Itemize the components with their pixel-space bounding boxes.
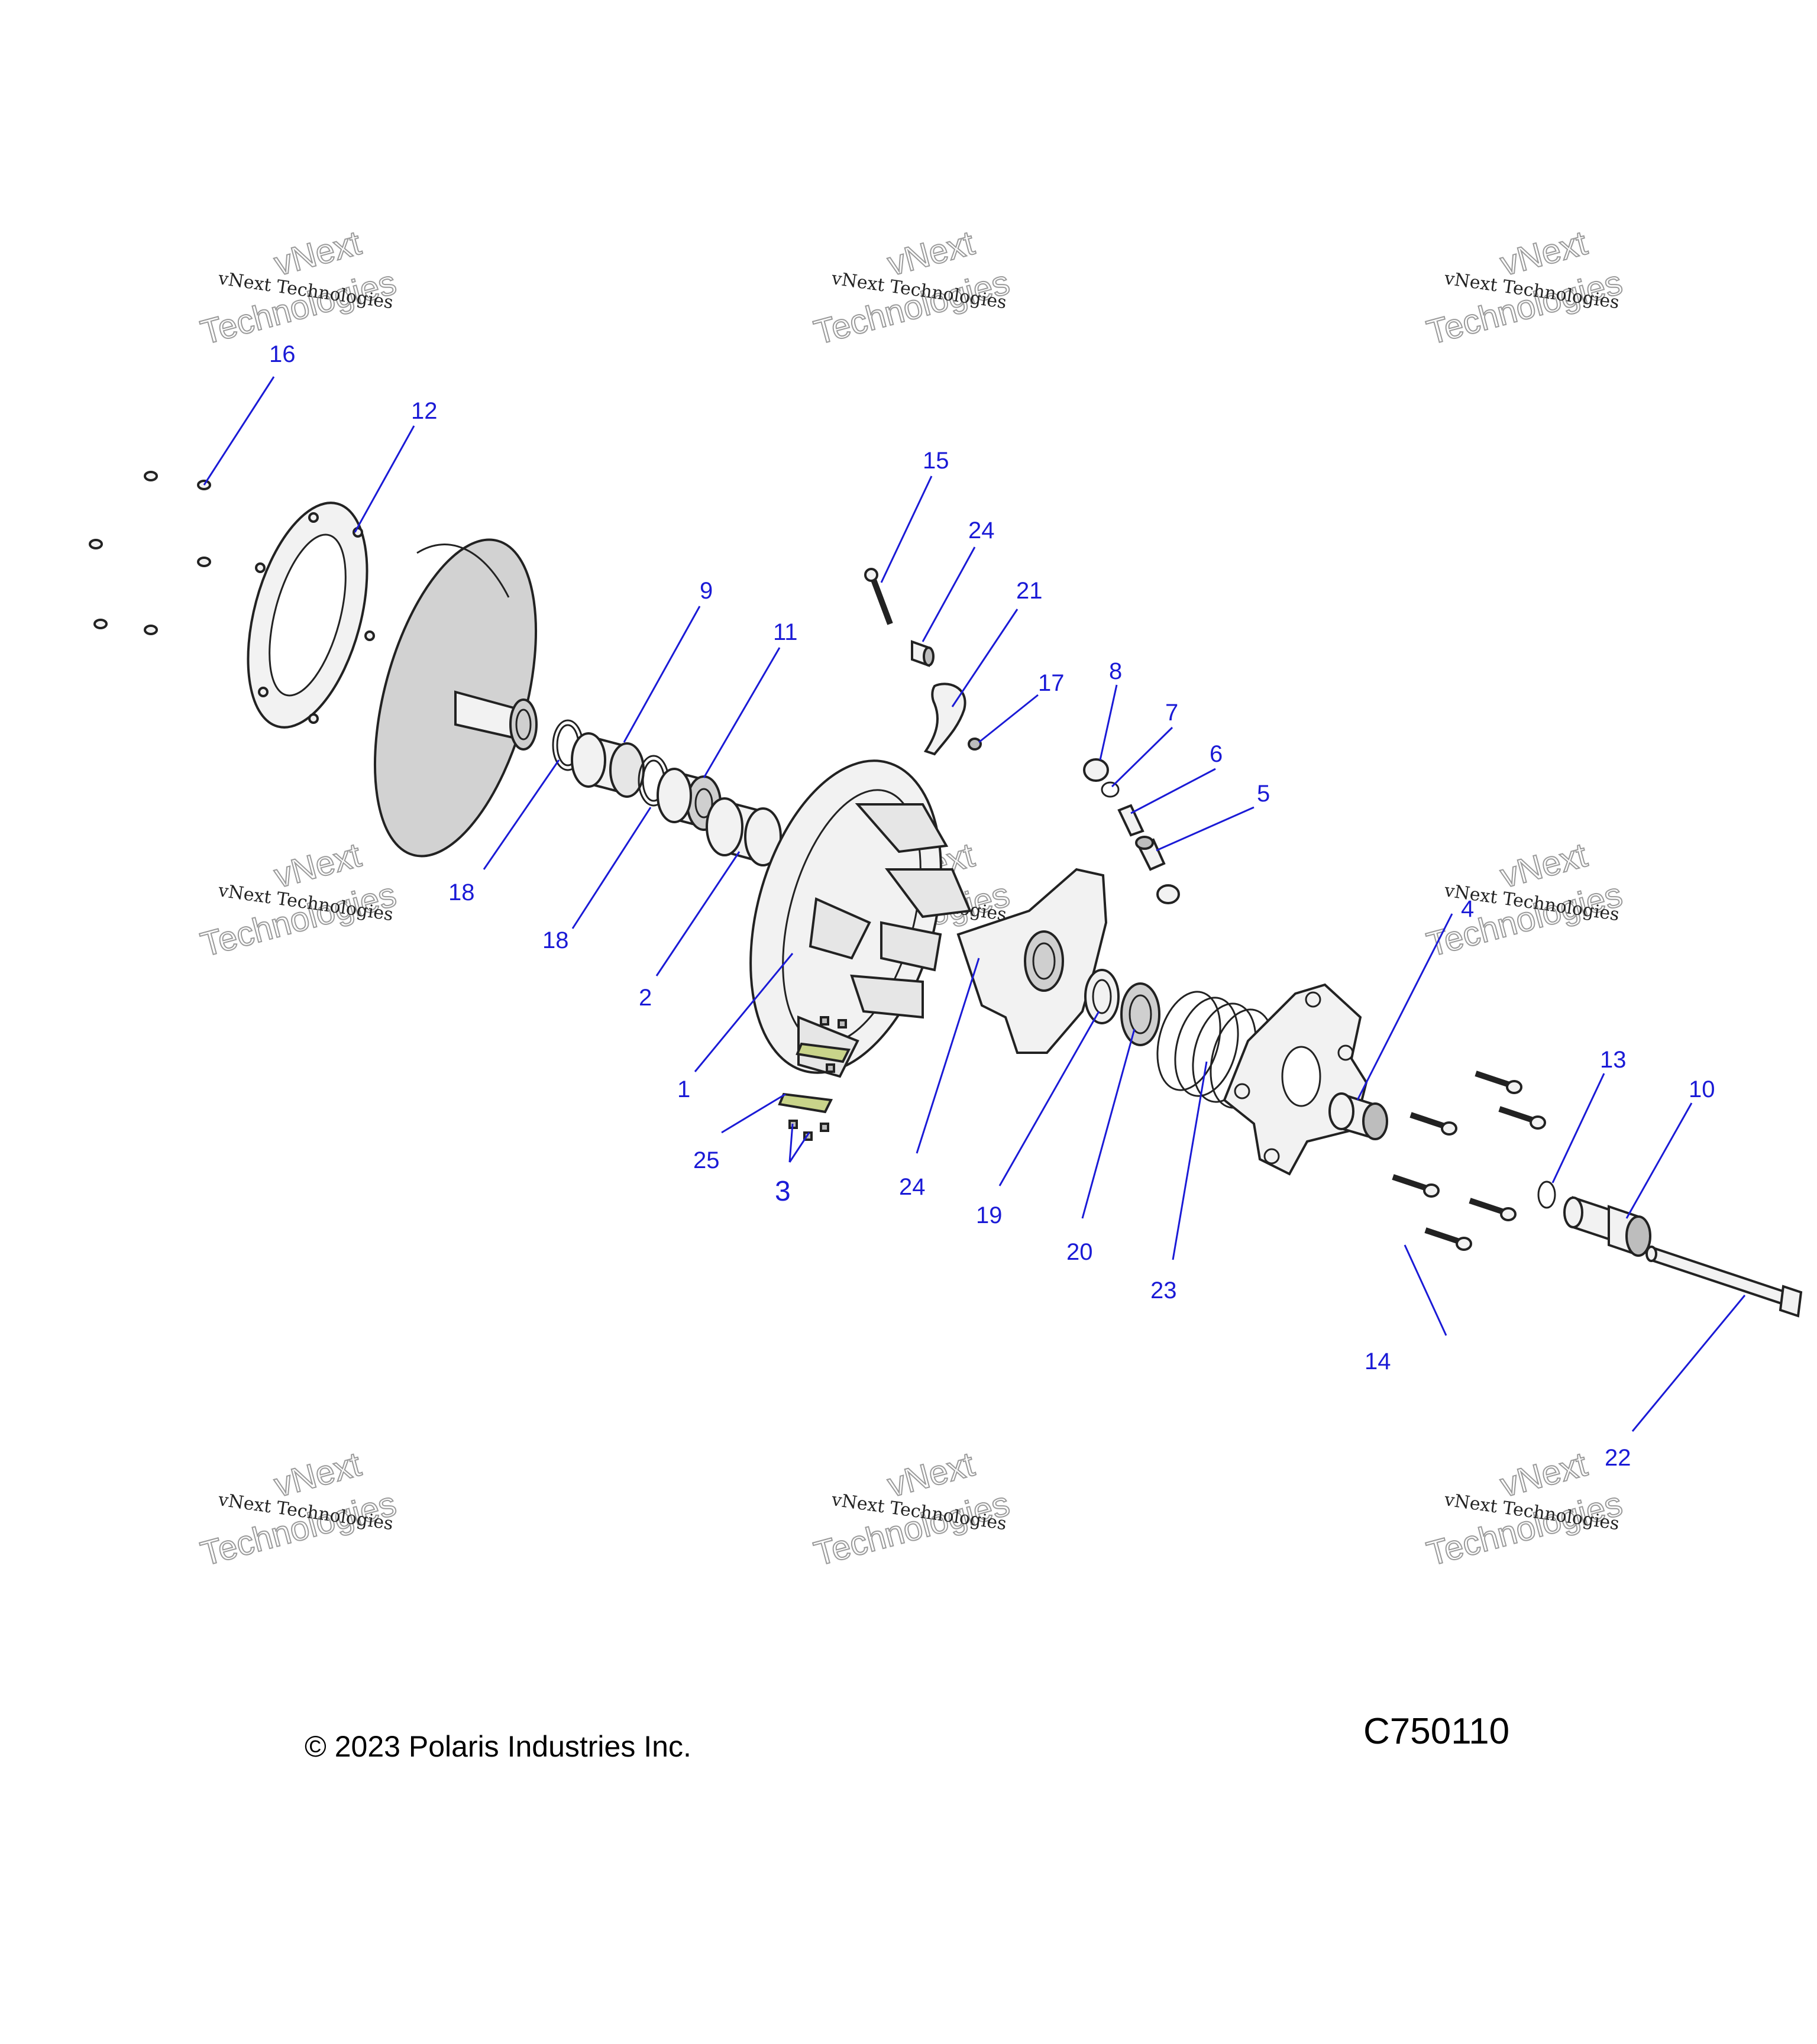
callout-17: 17 <box>1038 670 1065 696</box>
part-7-washer <box>1101 781 1120 798</box>
part-5-washer <box>1156 884 1180 904</box>
part-8-cap <box>1083 758 1109 782</box>
callout-6: 6 <box>1210 741 1223 767</box>
part-14-bolts <box>1392 1070 1546 1251</box>
callout-22: 22 <box>1605 1445 1631 1471</box>
callout-3: 3 <box>775 1176 791 1207</box>
callout-8: 8 <box>1109 658 1122 684</box>
callout-25: 25 <box>693 1147 720 1173</box>
callout-24: 24 <box>968 518 995 544</box>
callout-7: 7 <box>1165 700 1178 726</box>
part-9-bushing <box>571 732 645 798</box>
part-11-bearing <box>657 768 722 831</box>
callout-11: 11 <box>773 619 798 645</box>
part-17-nut <box>968 738 982 751</box>
part-16-screws <box>89 471 211 635</box>
part-cover-plate <box>1223 983 1368 1176</box>
part-20-washer-hole <box>1129 994 1152 1034</box>
part-5-roller <box>1135 836 1166 871</box>
part-19-washer <box>1084 969 1120 1024</box>
leader-lines <box>203 376 1746 1432</box>
callout-16: 16 <box>269 341 296 367</box>
part-24-small-bushing <box>911 640 935 667</box>
part-6-roller-pin <box>1117 804 1144 837</box>
callout-2: 2 <box>639 985 652 1011</box>
part-10-stepped-bushing <box>1563 1196 1651 1257</box>
callout-5: 5 <box>1257 781 1270 807</box>
part-4-sleeve <box>1328 1092 1388 1140</box>
callout-21: 21 <box>1016 578 1043 604</box>
part-21-weight-arm <box>923 683 966 756</box>
part-2-bushing <box>706 797 782 866</box>
part-sheave-disc <box>373 538 538 858</box>
callout-18-second: 18 <box>542 927 569 953</box>
callout-23: 23 <box>1150 1278 1177 1304</box>
callout-18: 18 <box>448 879 475 905</box>
part-15-pin <box>864 568 893 625</box>
callout-19: 19 <box>976 1202 1003 1228</box>
diagram-code: C750110 <box>1363 1711 1509 1752</box>
part-25-clip-lower <box>778 1092 833 1141</box>
part-1-housing <box>749 759 972 1078</box>
part-12-ring-plate <box>247 502 375 729</box>
part-25-clip-upper <box>796 1016 851 1073</box>
callout-12: 12 <box>411 398 438 424</box>
copyright-text: © 2023 Polaris Industries Inc. <box>305 1730 691 1763</box>
part-20-washer <box>1120 982 1160 1046</box>
callout-4: 4 <box>1461 896 1474 922</box>
part-24-spider <box>956 868 1108 1054</box>
callout-20: 20 <box>1066 1239 1093 1265</box>
callouts: 1 2 3 4 5 6 7 8 9 10 11 12 13 14 15 16 1… <box>269 341 1715 1471</box>
part-13-o-ring <box>1537 1181 1556 1209</box>
callout-1: 1 <box>677 1076 690 1102</box>
callout-15: 15 <box>923 448 949 474</box>
callout-14: 14 <box>1365 1348 1391 1374</box>
callout-10: 10 <box>1689 1076 1715 1102</box>
callout-9: 9 <box>700 578 713 604</box>
part-22-long-bolt <box>1645 1246 1803 1318</box>
part-19-washer-hole <box>1092 979 1112 1014</box>
callout-24-second: 24 <box>899 1174 926 1200</box>
callout-13: 13 <box>1600 1047 1627 1073</box>
